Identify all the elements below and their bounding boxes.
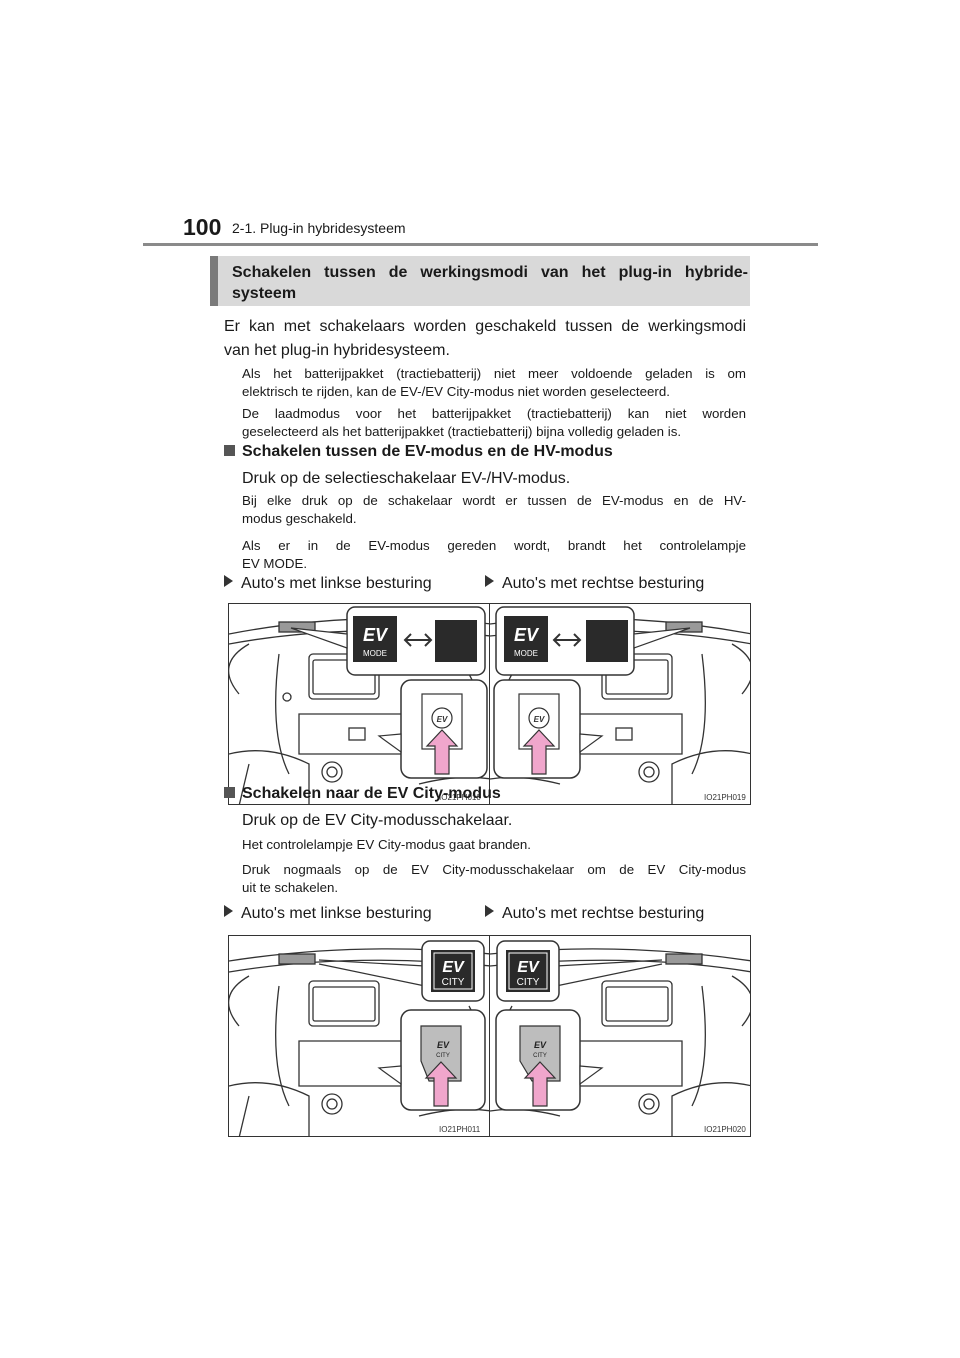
ev-city-indicator-ev: EV <box>517 959 540 976</box>
dashboard-illustration: EV CITY EV CITY <box>490 940 750 1136</box>
ev-city-caption-right: Auto's met rechtse besturing <box>485 905 704 923</box>
ev-city-heading: Schakelen naar de EV City-modus <box>224 785 501 803</box>
ev-hv-heading: Schakelen tussen de EV-modus en de HV-mo… <box>224 443 613 461</box>
ev-city-note1: Het controlelampje EV City-modus gaat br… <box>242 837 531 852</box>
ev-hv-caption-left: Auto's met linkse besturing <box>224 575 432 593</box>
figure-ev-hv-rhd: EV MODE EV IO21PH019 <box>489 603 751 805</box>
figure-code: IO21PH020 <box>704 1125 746 1134</box>
section-title-line2: systeem <box>232 285 297 302</box>
ev-city-note2-line2: uit te schakelen. <box>242 880 339 895</box>
figure-code: IO21PH019 <box>704 793 746 802</box>
triangle-bullet-icon <box>485 575 494 587</box>
ev-city-indicator-city: CITY <box>517 977 540 988</box>
ev-city-caption-left-text: Auto's met linkse besturing <box>241 905 432 922</box>
triangle-bullet-icon <box>224 575 233 587</box>
press-arrow-icon <box>523 1061 557 1107</box>
dashboard-illustration: EV MODE EV <box>490 606 750 804</box>
switch-ev-label: EV <box>534 715 545 724</box>
mode-indicator-text: MODE <box>514 649 538 658</box>
mode-indicator-text: MODE <box>363 649 387 658</box>
ev-hv-note1-line2: modus geschakeld. <box>242 511 357 526</box>
switch-arrow-icon <box>552 633 582 647</box>
ev-city-heading-text: Schakelen naar de EV City-modus <box>242 785 501 802</box>
section-title-line1: Schakelen tussen de werkingsmodi van het… <box>232 264 748 281</box>
ev-hv-caption-right: Auto's met rechtse besturing <box>485 575 704 593</box>
dashboard-illustration: EV MODE EV <box>229 606 489 804</box>
figure-ev-hv-lhd: EV MODE EV IO21PH010 <box>228 603 490 805</box>
intro-line2: van het plug-in hybridesysteem. <box>224 342 450 359</box>
switch-city-label: CITY <box>436 1053 450 1059</box>
square-bullet-icon <box>224 445 235 456</box>
indicator-off <box>435 620 477 662</box>
indicator-off <box>586 620 628 662</box>
ev-hv-note2-line2: EV MODE. <box>242 556 308 571</box>
ev-hv-note2-line1: Als er in de EV-modus gereden wordt, bra… <box>242 538 746 553</box>
switch-ev-label: EV <box>534 1040 547 1050</box>
ev-hv-caption-right-text: Auto's met rechtse besturing <box>502 575 705 592</box>
note2-line1: De laadmodus voor het batterijpakket (tr… <box>242 406 746 421</box>
ev-hv-heading-text: Schakelen tussen de EV-modus en de HV-mo… <box>242 443 613 460</box>
ev-city-note2-line1: Druk nogmaals op de EV City-modusschakel… <box>242 862 746 877</box>
ev-indicator-text: EV <box>363 625 389 645</box>
press-arrow-icon <box>522 729 556 775</box>
chapter-title: 2-1. Plug-in hybridesysteem <box>232 220 406 236</box>
press-arrow-icon <box>425 729 459 775</box>
switch-arrow-icon <box>403 633 433 647</box>
ev-city-indicator-ev: EV <box>442 959 465 976</box>
ev-hv-caption-left-text: Auto's met linkse besturing <box>241 575 432 592</box>
switch-ev-label: EV <box>437 1040 450 1050</box>
dashboard-illustration: EV CITY EV CITY <box>229 940 489 1136</box>
note1-line2: elektrisch te rijden, kan de EV-/EV City… <box>242 384 670 399</box>
figure-ev-city-lhd: EV CITY EV CITY IO21PH011 <box>228 935 490 1137</box>
header-divider <box>143 243 818 246</box>
ev-hv-note1-line1: Bij elke druk op de schakelaar wordt er … <box>242 493 746 508</box>
ev-city-caption-right-text: Auto's met rechtse besturing <box>502 905 705 922</box>
note2-line2: geselecteerd als het batterijpakket (tra… <box>242 424 682 439</box>
figure-code: IO21PH011 <box>439 1125 481 1134</box>
ev-city-caption-left: Auto's met linkse besturing <box>224 905 432 923</box>
ev-city-instruction: Druk op de EV City-modusschakelaar. <box>242 812 513 829</box>
square-bullet-icon <box>224 787 235 798</box>
press-arrow-icon <box>424 1061 458 1107</box>
triangle-bullet-icon <box>224 905 233 917</box>
figure-ev-city-rhd: EV CITY EV CITY IO21PH020 <box>489 935 751 1137</box>
ev-hv-instruction: Druk op de selectieschakelaar EV-/HV-mod… <box>242 470 571 487</box>
section-title-box: Schakelen tussen de werkingsmodi van het… <box>210 256 750 306</box>
triangle-bullet-icon <box>485 905 494 917</box>
ev-indicator-text: EV <box>514 625 540 645</box>
note1-line1: Als het batterijpakket (tractiebatterij)… <box>242 366 746 381</box>
figure-code: IO21PH010 <box>439 793 481 802</box>
intro-line1: Er kan met schakelaars worden geschakeld… <box>224 318 746 335</box>
switch-city-label: CITY <box>533 1053 547 1059</box>
ev-city-indicator-city: CITY <box>442 977 465 988</box>
switch-ev-label: EV <box>437 715 448 724</box>
page-number: 100 <box>183 214 222 240</box>
